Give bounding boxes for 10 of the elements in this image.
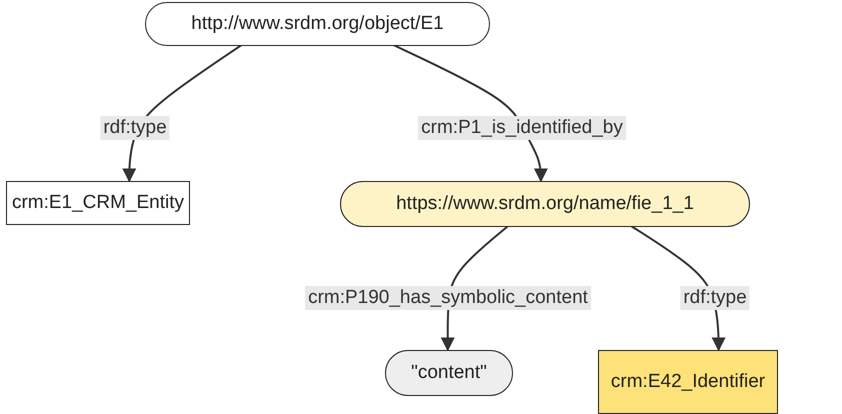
rounded-node: "content" — [385, 350, 513, 396]
edge-label: crm:P1_is_identified_by — [418, 116, 626, 140]
rounded-node: http://www.srdm.org/object/E1 — [145, 2, 490, 46]
edge-label: crm:P190_has_symbolic_content — [305, 286, 591, 310]
edge-label: rdf:type — [100, 116, 170, 140]
rounded-node: https://www.srdm.org/name/fie_1_1 — [340, 181, 750, 227]
class-box: crm:E42_Identifier — [598, 350, 778, 414]
class-box: crm:E1_CRM_Entity — [6, 181, 190, 225]
edge-label: rdf:type — [680, 286, 750, 310]
arrow — [392, 44, 548, 182]
